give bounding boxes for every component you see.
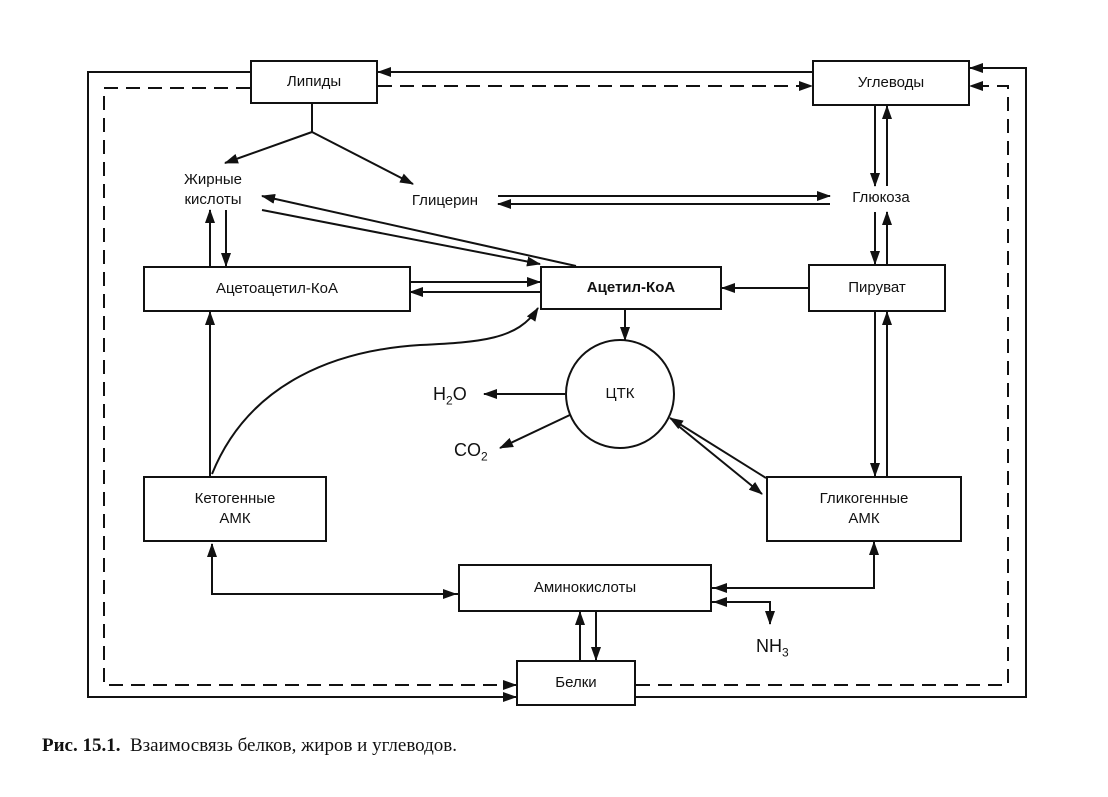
arrow-acetyl-to-fatty [261, 193, 577, 267]
figure-caption-text: Взаимосвязь белков, жиров и углеводов. [130, 735, 458, 756]
arrow-tca-to-glucogenic [675, 423, 763, 495]
lipids-node: Липиды [250, 60, 378, 104]
amino-acids-node: Аминокислоты [458, 564, 712, 612]
glycerol-label: Глицерин [411, 192, 479, 209]
figure-caption: Рис. 15.1. Взаимосвязь белков, жиров и у… [42, 735, 457, 757]
ammonia-label: NH3 [756, 636, 789, 660]
acetoacetyl-coa-node: Ацетоацетил-КоА [143, 266, 411, 312]
inner-dashed-loop [103, 81, 1009, 690]
tca-label: ЦТК [605, 385, 635, 402]
arrow-fatty-to-acetyl [261, 209, 541, 267]
proteins-node: Белки [516, 660, 636, 706]
outer-loop [87, 63, 1027, 702]
glucogenic-amino-acids-node: Гликогенные АМК [766, 476, 962, 542]
glucose-label: Глюкоза [852, 189, 910, 206]
arrow-amino-to-ammonia [712, 601, 775, 625]
co2-label: CO2 [454, 440, 488, 464]
tca-circle [565, 339, 675, 449]
arrow-amino-to-glucogenic [712, 541, 879, 589]
acetyl-coa-node: Ацетил-КоА [540, 266, 722, 310]
lipids-split [224, 104, 414, 185]
carbohydrates-node: Углеводы [812, 60, 970, 106]
arrow-glucogenic-to-tca [669, 417, 767, 479]
fatty-acids-label: Жирные кислоты [184, 171, 242, 208]
figure-number: Рис. 15.1. [42, 735, 121, 756]
ketogenic-amino-acids-node: Кетогенные АМК [143, 476, 327, 542]
pyruvate-node: Пируват [808, 264, 946, 312]
water-label: H2O [433, 384, 467, 408]
arrow-tca-to-co2 [499, 413, 573, 449]
arrow-ketogenic-to-acetyl [211, 307, 539, 475]
arrow-amino-to-ketogenic [207, 543, 458, 595]
